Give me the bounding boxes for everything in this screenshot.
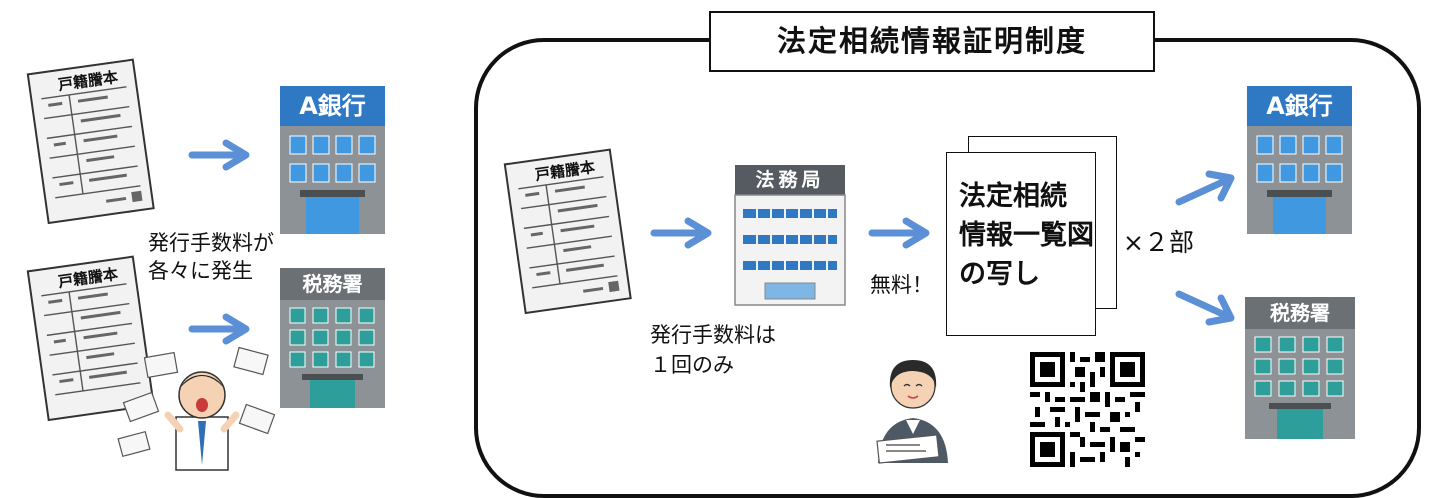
arrow-right-icon: [650, 217, 716, 249]
family-register-document-1: 戸籍謄本: [26, 58, 158, 228]
copy-title-line1: 法定相続: [959, 181, 1067, 212]
arrow-right-icon: [188, 313, 254, 345]
bank-building-icon: A銀行: [280, 86, 385, 234]
arrow-down-right-icon: [1175, 288, 1239, 328]
tax-office-building-icon: 税務署: [280, 268, 385, 408]
legal-bureau-sign: 法務局: [755, 169, 825, 191]
qr-code-icon: [1030, 352, 1145, 467]
fee-text-line2: 各々に発生: [148, 259, 253, 283]
family-register-document-2: 戸籍謄本: [26, 255, 158, 425]
arrow-right-icon: [188, 139, 254, 171]
family-register-document-3: 戸籍謄本: [503, 148, 635, 318]
page-title: 法定相続情報証明制度: [709, 11, 1155, 72]
copy-title-line2: 情報一覧図: [959, 220, 1094, 251]
tax-office-sign: 税務署: [302, 272, 363, 296]
legal-affairs-bureau-building-icon: 法務局: [734, 165, 846, 306]
arrow-right-icon: [868, 217, 934, 249]
copy-title-line3: の写し: [959, 259, 1040, 290]
clerk-illustration: [868, 338, 958, 464]
tax-office-sign: 税務署: [1270, 301, 1330, 325]
bank-sign: A銀行: [299, 92, 366, 120]
stressed-person-illustration: [117, 345, 283, 471]
tax-office-building-icon: 税務署: [1245, 297, 1355, 439]
fee-text-line1: 発行手数料が: [148, 231, 274, 255]
bank-building-icon: A銀行: [1247, 86, 1352, 234]
bank-sign: A銀行: [1266, 92, 1333, 120]
copies-count-label: ×２部: [1123, 228, 1194, 257]
arrow-up-right-icon: [1175, 168, 1239, 208]
fee-once-line1: 発行手数料は: [650, 323, 776, 347]
copy-paper-front: 法定相続 情報一覧図 の写し: [946, 152, 1096, 336]
free-label: 無料！: [870, 273, 933, 297]
fee-once-line2: １回のみ: [650, 353, 734, 377]
